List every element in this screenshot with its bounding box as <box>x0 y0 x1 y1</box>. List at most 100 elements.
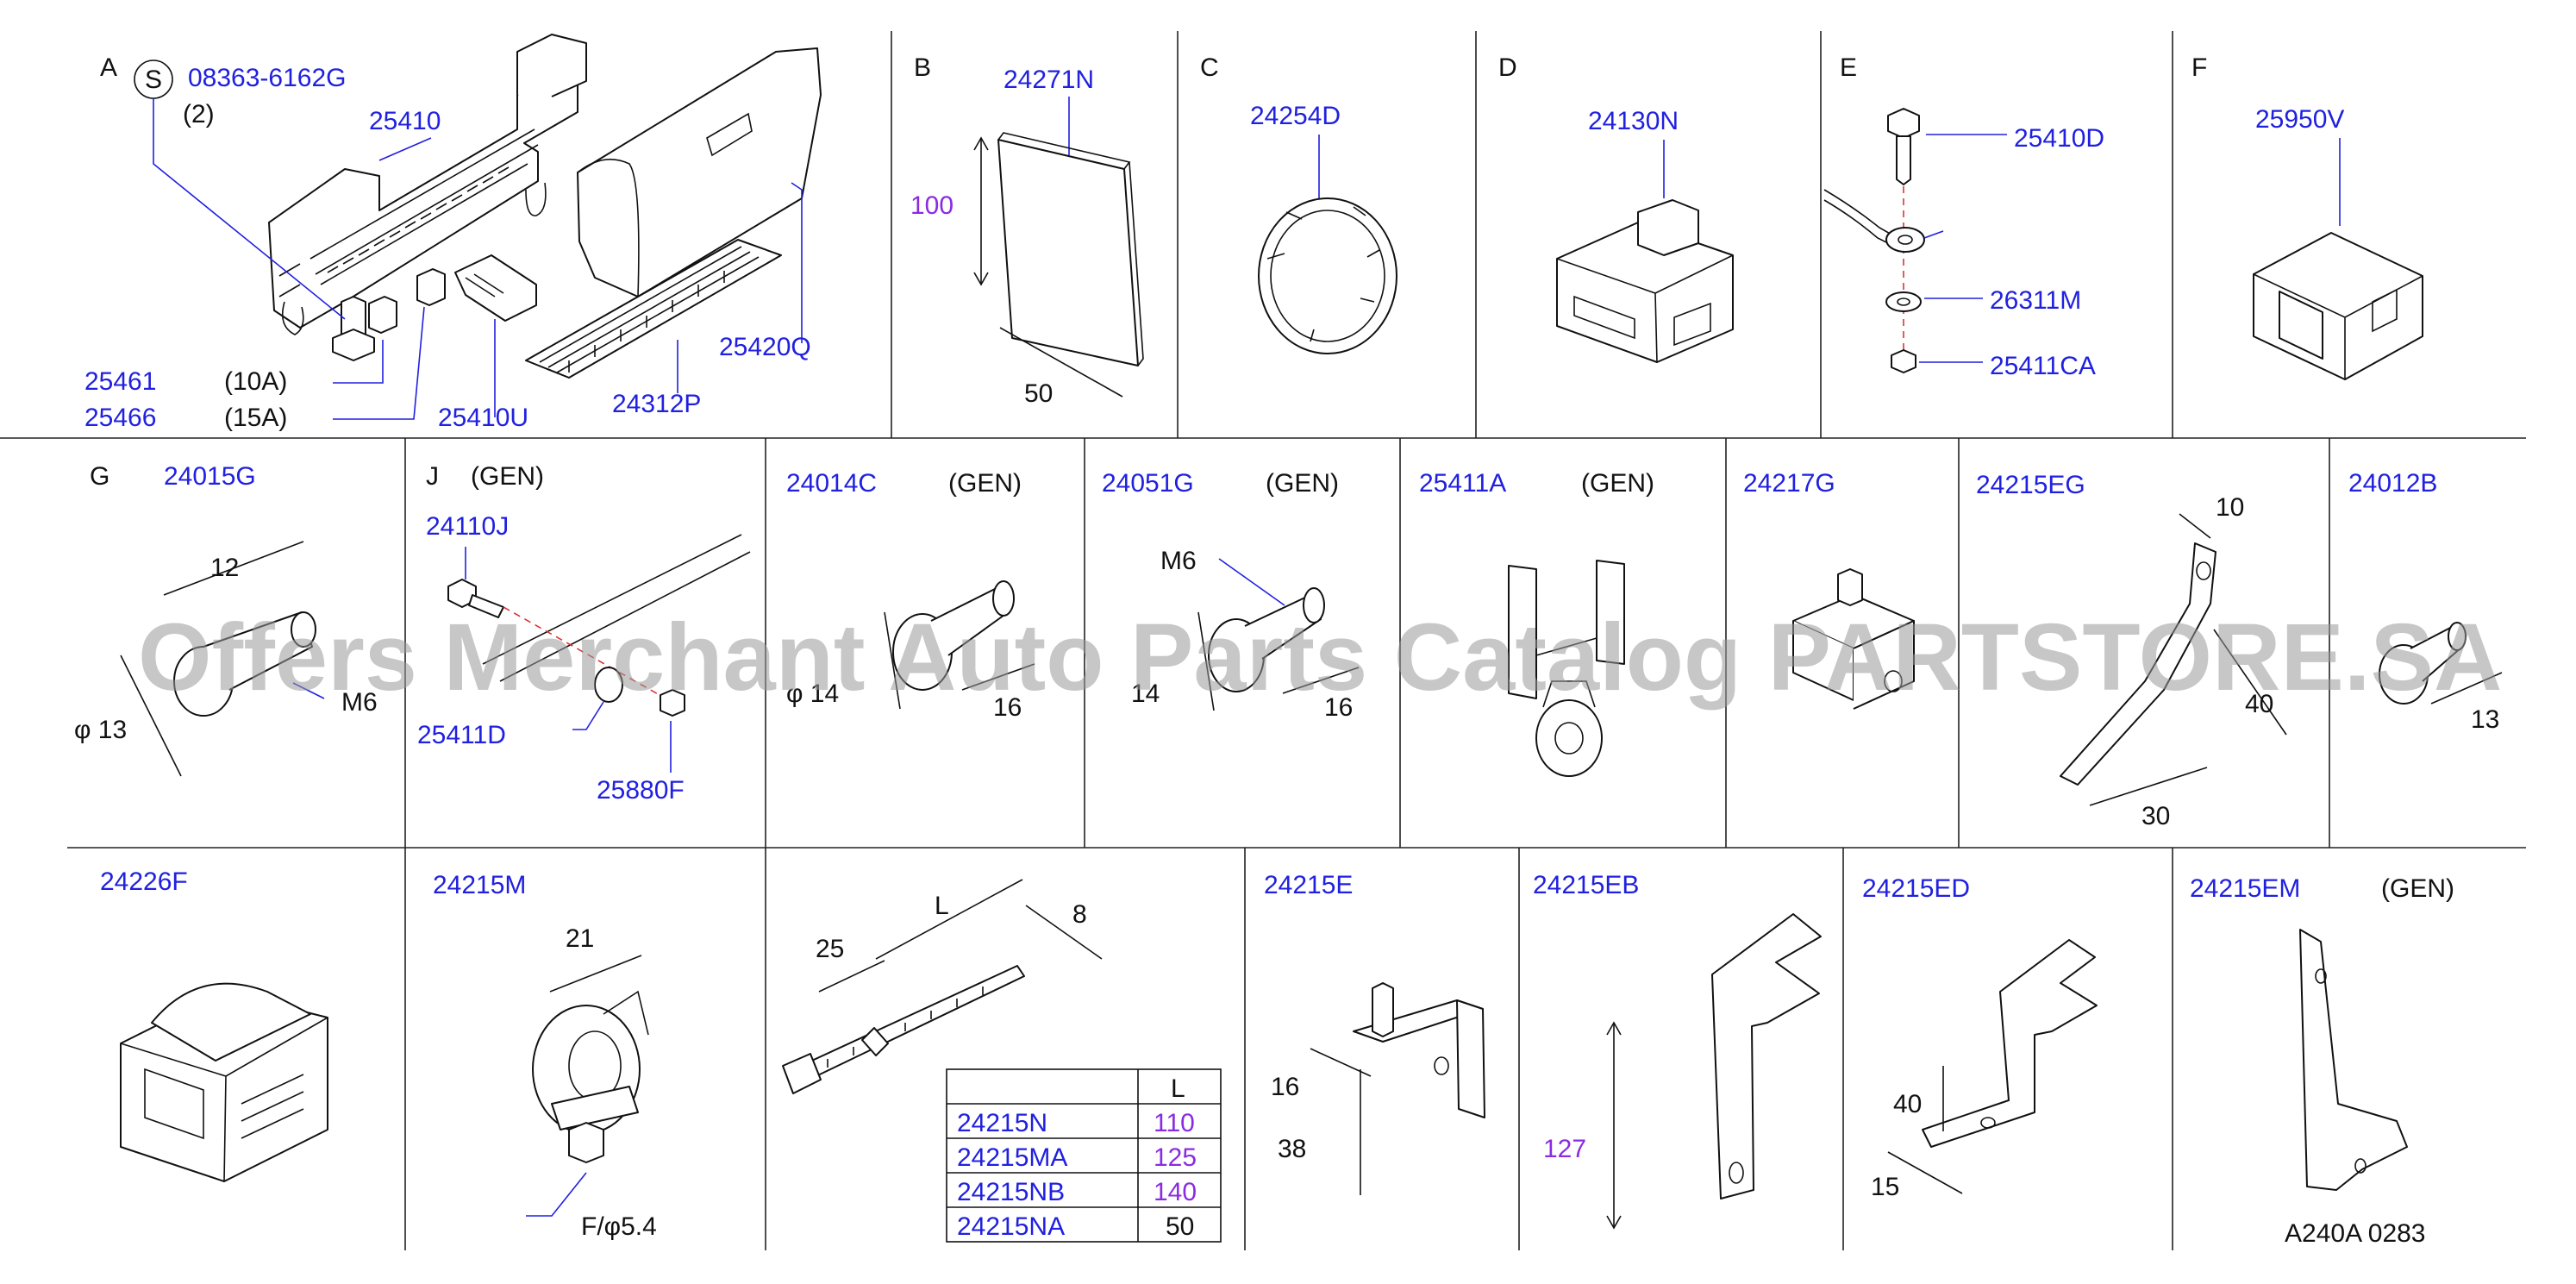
cell-f-letter: F <box>2191 53 2207 82</box>
dim-13-24012b: 13 <box>2471 705 2499 734</box>
dim-127: 127 <box>1543 1135 1586 1163</box>
cell-24215ed: 24215ED 40 15 <box>1862 874 2098 1201</box>
part-25410[interactable]: 25410 <box>369 107 441 135</box>
table-row-l: 125 <box>1154 1143 1197 1172</box>
thread-m6-24051g: M6 <box>1160 547 1197 575</box>
cell-g: G 24015G 12 φ 13 M6 <box>74 462 378 777</box>
part-24012b[interactable]: 24012B <box>2348 469 2437 498</box>
part-24215em[interactable]: 24215EM <box>2190 874 2300 903</box>
fuse-and-bolt-drawing <box>332 254 537 361</box>
part-24215eb[interactable]: 24215EB <box>1533 871 1639 899</box>
part-25411a[interactable]: 25411A <box>1419 469 1506 498</box>
fuse-block-drawing <box>268 34 587 335</box>
grommet-24012b-drawing <box>2379 622 2467 705</box>
length-table: L 24215N 110 24215MA 125 24215NB 140 242… <box>946 1068 1222 1243</box>
dim-50: 50 <box>1024 379 1053 408</box>
part-24271n[interactable]: 24271N <box>1004 66 1094 94</box>
part-25420q[interactable]: 25420Q <box>719 333 811 361</box>
cell-24014c-gen: (GEN) <box>948 469 1022 498</box>
part-25411d[interactable]: 25411D <box>417 721 506 749</box>
part-24215eg[interactable]: 24215EG <box>1976 471 2085 499</box>
part-24014c[interactable]: 24014C <box>786 469 877 498</box>
cell-d-letter: D <box>1498 53 1517 82</box>
fuse-15a-rating: (15A) <box>224 404 287 432</box>
bracket-24215eg-drawing <box>2060 542 2216 786</box>
part-25461[interactable]: 25461 <box>84 367 156 396</box>
part-24110j[interactable]: 24110J <box>426 512 509 541</box>
table-row-pn[interactable]: 24215NB <box>957 1178 1065 1206</box>
table-row-pn[interactable]: 24215MA <box>957 1143 1067 1172</box>
part-25466[interactable]: 25466 <box>84 404 156 432</box>
cell-grid <box>0 31 2526 1250</box>
part-08363-6162g[interactable]: 08363-6162G <box>188 64 347 92</box>
bracket-24215eb-drawing <box>1711 913 1822 1199</box>
cell-24014c: 24014C (GEN) φ 14 16 <box>786 469 1035 722</box>
cell-a-letter: A <box>100 53 117 82</box>
cell-24215em: 24215EM (GEN) A240A 0283 <box>2190 874 2454 1248</box>
cable-tie-drawing <box>782 965 1025 1094</box>
grommet-24226f-drawing <box>120 982 328 1182</box>
cell-24215em-gen: (GEN) <box>2381 874 2454 903</box>
cell-a: A S 08363-6162G (2) 25410 25420Q 25461 (… <box>84 34 822 432</box>
dim-38: 38 <box>1278 1135 1306 1163</box>
dim-40-24215ed: 40 <box>1893 1090 1922 1118</box>
cell-j-gen: (GEN) <box>471 462 544 491</box>
cell-cable-tie: L 8 25 L 24215N 110 24215MA 125 24215NB … <box>782 879 1222 1243</box>
part-25411ca[interactable]: 25411CA <box>1990 352 2096 380</box>
part-24215e[interactable]: 24215E <box>1264 871 1353 899</box>
part-25950v[interactable]: 25950V <box>2255 105 2344 134</box>
part-24217g[interactable]: 24217G <box>1743 469 1835 498</box>
cell-25411a: 25411A (GEN) <box>1419 469 1654 777</box>
part-24051g[interactable]: 24051G <box>1102 469 1194 498</box>
cell-24226f: 24226F <box>100 867 328 1182</box>
cell-24012b: 24012B 13 <box>2348 469 2503 734</box>
part-24254d[interactable]: 24254D <box>1250 102 1341 130</box>
part-25410u[interactable]: 25410U <box>438 404 528 432</box>
bolt-qty: (2) <box>183 100 215 128</box>
cell-24215m: 24215M 21 F/φ5.4 <box>433 871 657 1241</box>
table-row-pn[interactable]: 24215NA <box>957 1212 1065 1241</box>
dim-16-24051g: 16 <box>1324 693 1353 722</box>
s-mark: S <box>145 66 162 94</box>
bracket-24215e-drawing <box>1353 982 1485 1118</box>
earth-bolt-set-drawing <box>1823 108 1925 373</box>
dim-14: 14 <box>1131 680 1160 708</box>
bracket-24215em-drawing <box>2299 929 2408 1191</box>
dim-8: 8 <box>1072 900 1087 929</box>
part-24312p[interactable]: 24312P <box>612 390 701 418</box>
fuse-10a-rating: (10A) <box>224 367 287 396</box>
hole-spec: F/φ5.4 <box>581 1212 657 1241</box>
clip-24014c-drawing <box>892 580 1015 691</box>
fuse-cover-drawing <box>577 47 822 298</box>
connector-25950v-drawing <box>2253 232 2423 380</box>
cell-e-letter: E <box>1840 53 1857 82</box>
grommet-24015g-drawing <box>173 611 316 717</box>
cell-24215eg: 24215EG 10 40 30 <box>1976 471 2287 830</box>
part-24015g[interactable]: 24015G <box>164 462 256 491</box>
clip-24051g-drawing <box>1208 587 1325 692</box>
table-row-l: 140 <box>1154 1178 1197 1206</box>
clip-24215m-drawing <box>532 990 649 1163</box>
dim-100: 100 <box>910 191 953 220</box>
dim-10: 10 <box>2216 493 2244 522</box>
part-24215ed[interactable]: 24215ED <box>1862 874 1970 903</box>
part-25880f[interactable]: 25880F <box>597 776 685 805</box>
table-row-l: 50 <box>1166 1212 1194 1241</box>
cell-j-letter: J <box>426 462 439 491</box>
dim-16-24215e: 16 <box>1271 1073 1299 1101</box>
dim-21: 21 <box>566 924 594 953</box>
part-24226f[interactable]: 24226F <box>100 867 188 896</box>
part-24130n[interactable]: 24130N <box>1588 107 1679 135</box>
part-26311m[interactable]: 26311M <box>1990 286 2081 315</box>
dim-phi-14: φ 14 <box>786 680 839 708</box>
dim-15: 15 <box>1871 1173 1899 1201</box>
footer-code: A240A 0283 <box>2285 1219 2426 1248</box>
cell-c: C 24254D <box>1200 53 1397 354</box>
dim-16: 16 <box>993 693 1022 722</box>
part-24215m[interactable]: 24215M <box>433 871 526 899</box>
part-25410d[interactable]: 25410D <box>2014 124 2104 153</box>
thread-m6: M6 <box>341 688 378 717</box>
table-row-pn[interactable]: 24215N <box>957 1109 1047 1137</box>
